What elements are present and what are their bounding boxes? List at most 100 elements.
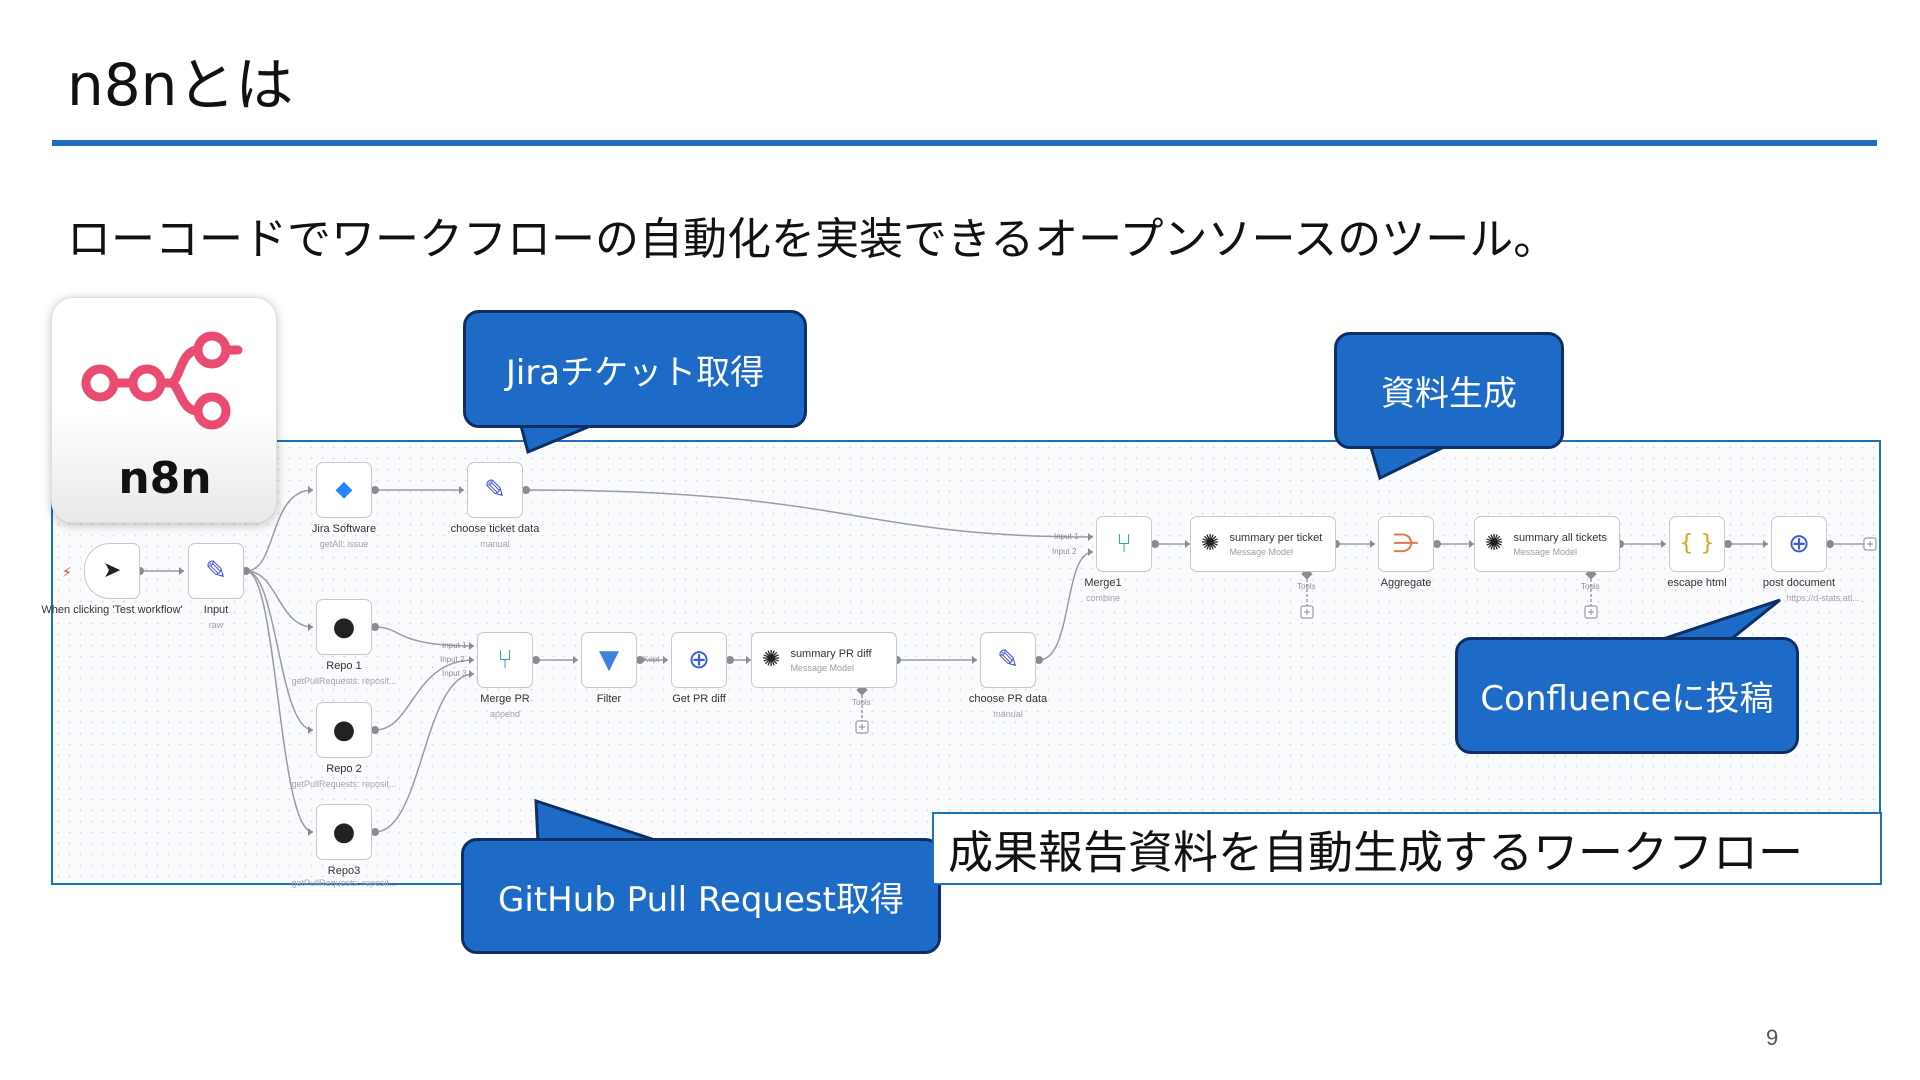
node-sub-summary-all: Message Model (1513, 546, 1577, 557)
callout-github: GitHub Pull Request取得 (461, 838, 941, 954)
node-summary-per-ticket[interactable]: ✺ summary per ticket Message Model (1190, 516, 1336, 572)
port-label-kept: Kept (643, 655, 660, 664)
node-label-get-pr-diff: Get PR diff (672, 693, 726, 705)
edge-input-repo3 (245, 570, 314, 833)
callout-tail-docs (1364, 442, 1456, 481)
tools-label: Tools (1581, 582, 1600, 591)
globe-icon: ⊕ (688, 645, 710, 675)
node-sub-merge1: combine (1085, 593, 1121, 603)
cursor-icon: ➤ (102, 558, 122, 583)
node-label-filter: Filter (596, 693, 622, 705)
node-label-post-document: post document (1762, 577, 1836, 589)
node-repo-1[interactable]: ● (316, 599, 372, 655)
node-jira[interactable]: ◆ (316, 462, 372, 518)
node-merge1[interactable]: ⑂ (1096, 516, 1152, 572)
pencil-icon: ✎ (484, 475, 506, 505)
edge-input-repo2 (245, 570, 314, 731)
filter-icon: ▼ (599, 645, 619, 675)
node-merge-pr[interactable]: ⑂ (477, 632, 533, 688)
node-label-merge-pr: Merge PR (480, 693, 530, 705)
node-sub-summary-ticket: Message Model (1229, 546, 1293, 557)
node-aggregate[interactable]: ⋺ (1378, 516, 1434, 572)
pencil-icon: ✎ (997, 645, 1019, 675)
port-label: Input 2 (1052, 547, 1077, 556)
n8n-logo-text: n8n (118, 453, 212, 504)
node-choose-pr[interactable]: ✎ (980, 632, 1036, 688)
code-braces-icon: { } (1679, 531, 1715, 556)
edge-repo1-merge (374, 626, 475, 647)
callout-tail-jira (514, 420, 606, 455)
node-label-aggregate: Aggregate (1380, 577, 1432, 589)
slide-subtitle: ローコードでワークフローの自動化を実装できるオープンソースのツール。 (67, 214, 1558, 265)
node-filter[interactable]: ▼ (581, 632, 637, 688)
node-sub-post-document: https://d-stats.atl... (1786, 593, 1860, 603)
pencil-icon: ✎ (205, 556, 227, 586)
node-title-summary-ticket: summary per ticket (1229, 531, 1323, 544)
port-label: Input 2 (440, 655, 465, 664)
tools-label: Tools (1297, 582, 1316, 591)
node-post-document[interactable]: ⊕ (1771, 516, 1827, 572)
node-sub-jira: getAll: issue (319, 539, 369, 549)
callout-confluence: Confluenceに投稿 (1455, 637, 1799, 754)
openai-icon: ✺ (1201, 531, 1220, 556)
node-title-summary-all: summary all tickets (1513, 531, 1607, 544)
node-label-merge1: Merge1 (1084, 577, 1122, 589)
n8n-logo-icon (81, 331, 243, 430)
node-summary-all-tickets[interactable]: ✺ summary all tickets Message Model (1474, 516, 1620, 572)
edge-repo2-merge (374, 659, 475, 731)
node-label-trigger: When clicking 'Test workflow' (41, 604, 183, 616)
node-sub-choose-ticket: manual (480, 539, 510, 549)
node-label-repo-3: Repo3 (327, 865, 361, 877)
node-label-choose-pr: choose PR data (968, 693, 1048, 705)
callout-docs: 資料生成 (1334, 332, 1564, 449)
node-trigger[interactable]: ➤ (84, 543, 140, 599)
tools-label: Tools (852, 698, 871, 707)
bolt-icon: ⚡ (62, 565, 72, 581)
node-label-escape-html: escape html (1667, 577, 1727, 589)
title-underline (52, 140, 1877, 146)
node-title-summary-pr: summary PR diff (790, 647, 872, 660)
merge-icon: ⑂ (497, 645, 513, 675)
callout-jira: Jiraチケット取得 (463, 310, 807, 428)
n8n-logo: n8n (51, 297, 277, 523)
slide-title: n8nとは (67, 51, 294, 119)
port-label: Input 1 (1054, 532, 1079, 541)
edge-choose-merge1 (525, 489, 1094, 538)
merge-icon: ⑂ (1116, 529, 1132, 559)
github-icon: ● (332, 612, 356, 642)
node-label-input: Input (203, 604, 229, 616)
node-sub-merge-pr: append (489, 709, 521, 719)
edge-choose-merge1-b (1038, 551, 1094, 661)
node-input[interactable]: ✎ (188, 543, 244, 599)
node-get-pr-diff[interactable]: ⊕ (671, 632, 727, 688)
node-escape-html[interactable]: { } (1669, 516, 1725, 572)
github-icon: ● (332, 817, 356, 847)
jira-icon: ◆ (335, 477, 353, 502)
node-summary-pr-diff[interactable]: ✺ summary PR diff Message Model (751, 632, 897, 688)
node-sub-repo-3: getPullRequests: reposit... (291, 878, 397, 888)
edge-repo3-merge (374, 673, 475, 833)
node-choose-ticket[interactable]: ✎ (467, 462, 523, 518)
node-sub-summary-pr: Message Model (790, 662, 854, 673)
workflow-caption: 成果報告資料を自動生成するワークフロー (932, 812, 1882, 885)
node-label-choose-ticket: choose ticket data (450, 523, 540, 535)
node-repo-2[interactable]: ● (316, 702, 372, 758)
openai-icon: ✺ (1485, 531, 1504, 556)
port-label: Input 1 (442, 641, 467, 650)
node-label-jira: Jira Software (311, 523, 377, 535)
node-label-repo-2: Repo 2 (326, 763, 362, 775)
node-sub-repo-2: getPullRequests: reposit... (291, 779, 397, 789)
page-number: 9 (1766, 1025, 1779, 1050)
edge-input-jira (245, 489, 314, 572)
node-sub-choose-pr: manual (993, 709, 1023, 719)
node-sub-input: raw (208, 620, 224, 630)
github-icon: ● (332, 715, 356, 745)
node-repo-3[interactable]: ● (316, 804, 372, 860)
port-label: Input 3 (442, 669, 467, 678)
node-label-repo-1: Repo 1 (326, 660, 362, 672)
openai-icon: ✺ (762, 647, 781, 672)
edge-input-repo1 (245, 570, 314, 628)
node-sub-repo-1: getPullRequests: reposit... (291, 676, 397, 686)
globe-icon: ⊕ (1788, 529, 1810, 559)
aggregate-icon: ⋺ (1393, 529, 1419, 559)
